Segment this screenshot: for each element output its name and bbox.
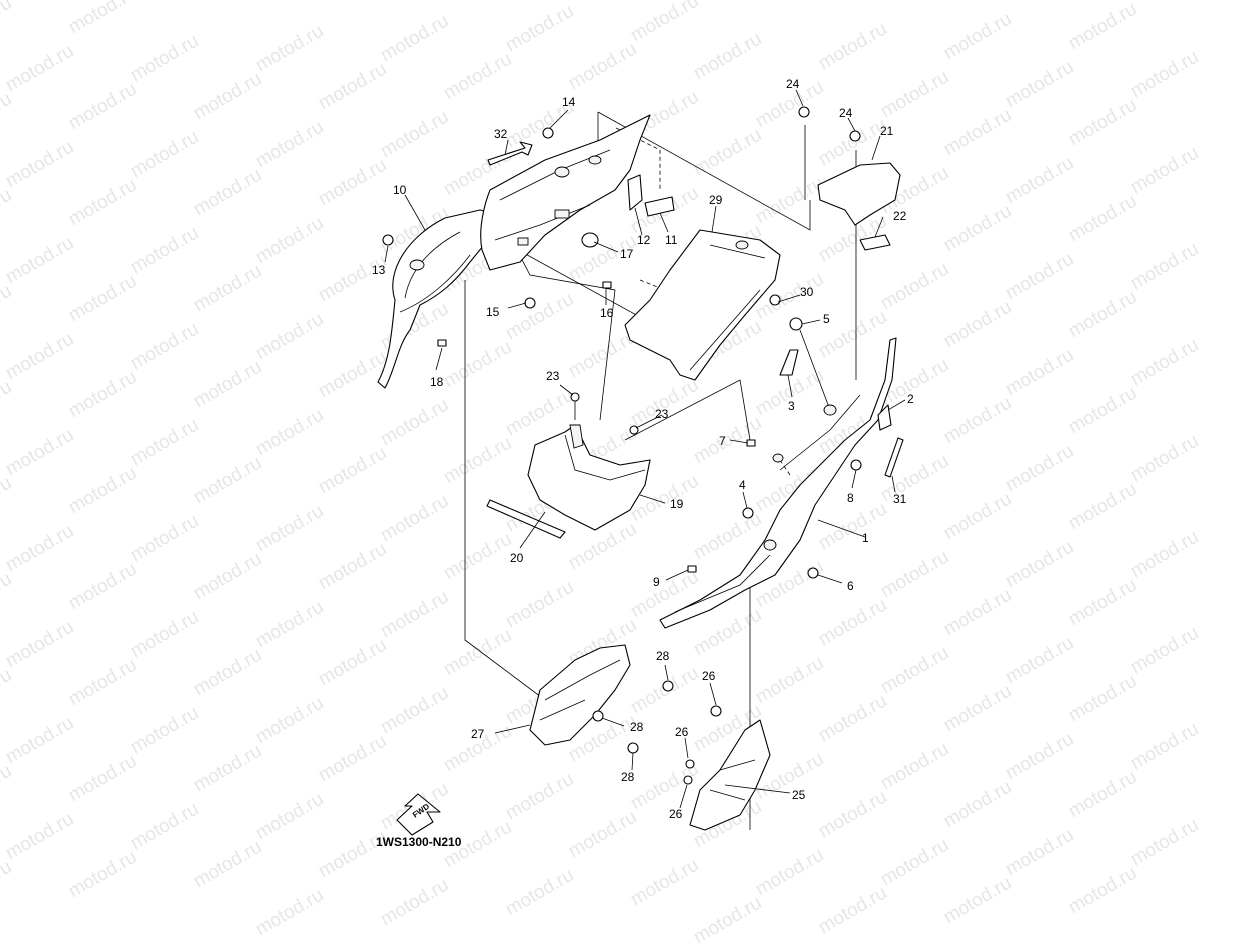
callout-14: 14: [562, 95, 576, 109]
upper-rear-cowl: [480, 114, 651, 271]
callout-21: 21: [880, 124, 894, 138]
callout-5: 5: [823, 312, 830, 326]
callout-26a: 26: [702, 669, 716, 683]
callout-24a: 24: [786, 77, 800, 91]
callout-1: 1: [862, 531, 869, 545]
callout-32: 32: [494, 127, 508, 141]
callout-12: 12: [637, 233, 651, 247]
callout-4: 4: [739, 478, 746, 492]
callout-26c: 26: [669, 807, 683, 821]
callout-10: 10: [393, 183, 407, 197]
callout-28a: 28: [656, 649, 670, 663]
callout-17: 17: [620, 247, 634, 261]
callout-7: 7: [719, 434, 726, 448]
callout-26b: 26: [675, 725, 689, 739]
part-27-lower-panel: [529, 644, 631, 746]
leader-lines: [384, 89, 906, 809]
callout-labels: 1 2 3 4 5 6 7 8 9 10 11 12 13 14 15 16 1…: [372, 77, 914, 821]
part-22-pad: [859, 234, 891, 251]
callout-25: 25: [792, 788, 806, 802]
callout-8: 8: [847, 491, 854, 505]
part-19-lower-cover: [527, 424, 651, 531]
callout-2: 2: [907, 392, 914, 406]
callout-13: 13: [372, 263, 386, 277]
part-11-pad: [644, 196, 675, 217]
part-10-side-cover: [377, 209, 493, 389]
callout-6: 6: [847, 579, 854, 593]
part-32-label-arrow: [487, 141, 533, 166]
part-31-strip: [884, 437, 904, 478]
callout-9: 9: [653, 575, 660, 589]
part-17-grommet: [581, 232, 599, 248]
callout-23a: 23: [546, 369, 560, 383]
callout-16: 16: [600, 306, 614, 320]
callout-31: 31: [893, 492, 907, 506]
callout-24b: 24: [839, 106, 853, 120]
callout-28b: 28: [630, 720, 644, 734]
callout-18: 18: [430, 375, 444, 389]
part-2-pad: [877, 404, 892, 431]
callout-11: 11: [665, 233, 678, 247]
callout-15: 15: [486, 305, 500, 319]
part-29-center-panel: [624, 229, 781, 381]
callout-30: 30: [800, 285, 814, 299]
callout-19: 19: [670, 497, 684, 511]
part-12-bracket: [627, 174, 643, 211]
part-20-strip: [486, 499, 566, 539]
part-3-bracket: [779, 349, 799, 376]
callout-23b: 23: [655, 407, 669, 421]
callout-27: 27: [471, 727, 485, 741]
part-21-tail-cap: [817, 162, 901, 226]
callout-29: 29: [709, 193, 723, 207]
part-1-side-cover: [659, 337, 897, 629]
fasteners: [382, 106, 862, 785]
callout-28c: 28: [621, 770, 635, 784]
callout-3: 3: [788, 399, 795, 413]
fwd-arrow-icon: FWD: [396, 793, 441, 836]
callout-20: 20: [510, 551, 524, 565]
drawing-code: 1WS1300-N210: [376, 835, 462, 849]
callout-22: 22: [893, 209, 907, 223]
part-25-lower-panel: [689, 719, 771, 831]
